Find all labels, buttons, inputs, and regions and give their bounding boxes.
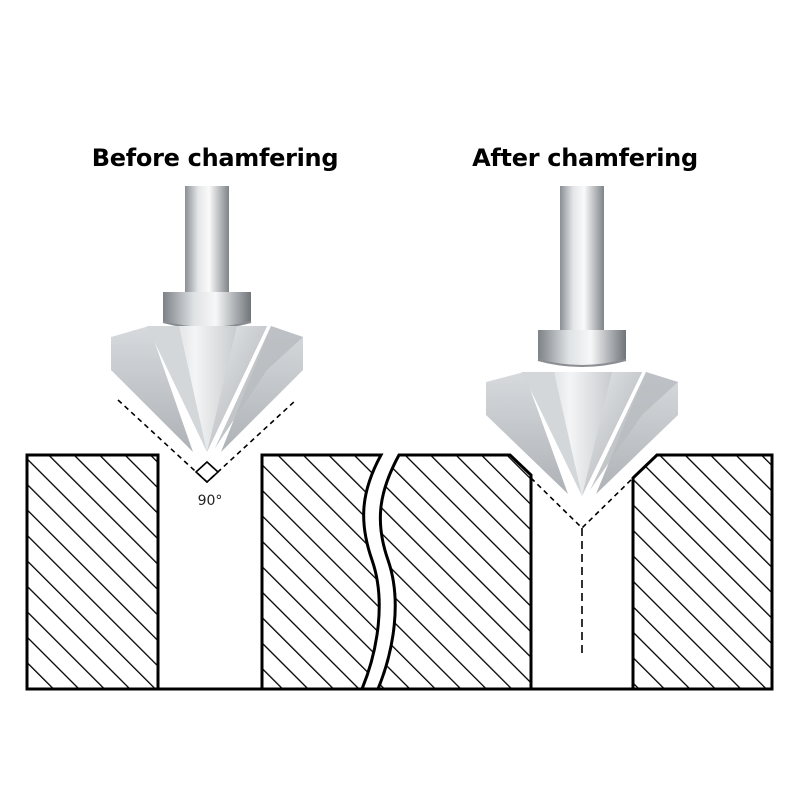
block-middle-right [375,453,533,691]
wing-right [221,326,303,452]
wing-left [486,372,568,494]
bit-before [111,186,303,452]
flute-right [582,372,642,496]
angle-label: 90° [197,493,223,509]
flute-left [147,326,207,452]
wing-right [596,372,678,494]
bit-after [486,186,678,496]
angle-lines-before [117,399,297,484]
collar-rim [537,359,627,367]
collar [163,292,251,328]
right-angle-marker-icon [194,460,220,484]
block-middle-left [260,453,384,691]
block-left [25,453,160,691]
cutting-edge [590,372,678,490]
flute-left [522,372,582,496]
after-chamfering-title: After chamfering [472,144,698,172]
wing-left [111,326,193,452]
shank [560,186,604,332]
collar [538,330,626,366]
flute-right [207,326,267,452]
guide-lines-after [530,477,634,655]
cutting-edge [215,326,303,448]
block-right [631,453,774,691]
shank [185,186,229,294]
workpiece [25,453,774,691]
before-chamfering-title: Before chamfering [91,144,339,172]
